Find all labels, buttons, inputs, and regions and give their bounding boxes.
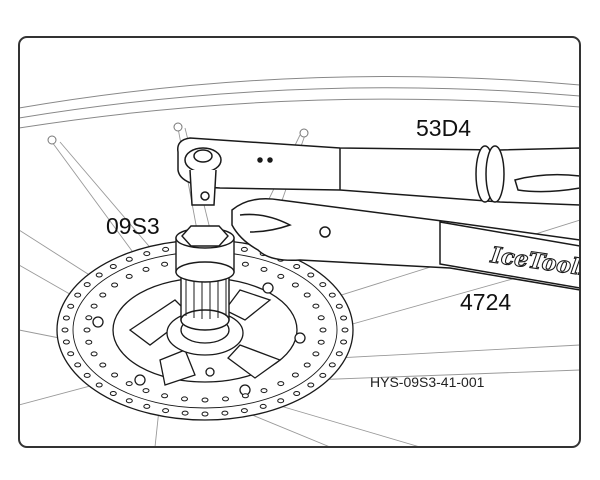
- label-lockring-tool: 09S3: [106, 213, 160, 239]
- rotor-hole: [143, 403, 151, 409]
- rotor-hole: [142, 388, 150, 394]
- rotor-hole: [328, 362, 336, 368]
- rotor-hole: [277, 273, 285, 279]
- rotor-hole: [221, 410, 229, 416]
- rotor-hole: [277, 381, 285, 387]
- rotor-hole: [74, 362, 82, 368]
- cassette-lockring-tool-icon: [175, 225, 235, 331]
- rotor-hole: [307, 272, 315, 278]
- rotor-hole: [291, 372, 299, 378]
- rotor-hole: [109, 391, 117, 396]
- rotor-hole: [328, 292, 336, 298]
- rotor-hole: [201, 411, 209, 417]
- rotor-hole: [83, 327, 91, 333]
- rotor-hole: [161, 393, 169, 399]
- rotor-hole: [260, 388, 268, 394]
- rotor-hole: [125, 273, 133, 279]
- label-chain-whip: 4724: [460, 289, 511, 315]
- rotor-hole: [181, 410, 189, 416]
- rotor-hole: [85, 315, 93, 321]
- rotor-hole: [240, 408, 248, 414]
- rotor-hole: [85, 339, 93, 345]
- rotor-hole: [319, 327, 327, 333]
- rotor-hole: [161, 261, 169, 267]
- rotor-hole: [340, 339, 348, 345]
- rotor-hole: [83, 372, 91, 378]
- rotor-hole: [312, 303, 320, 309]
- rotor-hole: [293, 391, 301, 396]
- rotor-hole: [335, 351, 343, 357]
- wheel-rim: [19, 75, 580, 129]
- rotor-hole: [260, 266, 268, 272]
- rotor-hole: [162, 408, 170, 414]
- rotor-hole: [83, 282, 91, 288]
- rotor-hole: [90, 303, 98, 309]
- rotor-hole: [90, 351, 98, 357]
- rotor-hole: [319, 282, 327, 288]
- rotor-hole: [99, 362, 107, 368]
- rotor-hole: [222, 396, 229, 402]
- rotor-hole: [125, 256, 133, 262]
- rotor-hole: [67, 351, 75, 357]
- figure-frame: [18, 36, 581, 448]
- rotor-hole: [61, 327, 69, 333]
- rotor-hole: [95, 272, 103, 278]
- rotor-hole: [341, 327, 349, 333]
- rotor-hole: [142, 266, 150, 272]
- rotor-hole: [111, 372, 119, 378]
- rotor-hole: [277, 398, 285, 404]
- rotor-hole: [111, 282, 119, 288]
- rotor-hole: [317, 339, 325, 345]
- rotor-hole: [340, 315, 348, 321]
- rotor-hole: [291, 282, 299, 288]
- rotor-hole: [109, 264, 117, 269]
- figure-code: HYS-09S3-41-001: [370, 374, 485, 390]
- rotor-hole: [303, 362, 311, 368]
- rotor-hole: [99, 292, 107, 298]
- rotor-hole: [259, 403, 267, 409]
- rotor-hole: [125, 398, 133, 404]
- rotor-hole: [240, 246, 248, 252]
- rotor-hole: [125, 381, 133, 387]
- chain-whip-icon: [231, 198, 580, 291]
- rotor-hole: [181, 396, 188, 402]
- rotor-hole: [67, 303, 75, 309]
- rotor-hole: [74, 292, 82, 298]
- rotor-hole: [241, 261, 249, 267]
- rotor-hole: [95, 382, 103, 388]
- rotor-hole: [317, 315, 325, 321]
- spoke-nipples: [47, 122, 309, 145]
- rotor-hole: [62, 339, 70, 345]
- rotor-hole: [303, 292, 311, 298]
- rotor-hole: [319, 372, 327, 378]
- torque-wrench-icon: [177, 137, 580, 206]
- rotor-hole: [307, 382, 315, 388]
- rotor-hole: [143, 251, 151, 257]
- rotor-hole: [162, 246, 170, 252]
- rotor-hole: [335, 303, 343, 309]
- rotor-hole: [293, 264, 301, 269]
- label-torque-wrench: 53D4: [416, 115, 471, 141]
- rotor-hole: [312, 351, 320, 357]
- rotor-hole: [241, 393, 249, 399]
- rotor-hole: [201, 397, 209, 403]
- rotor-hole: [62, 315, 70, 321]
